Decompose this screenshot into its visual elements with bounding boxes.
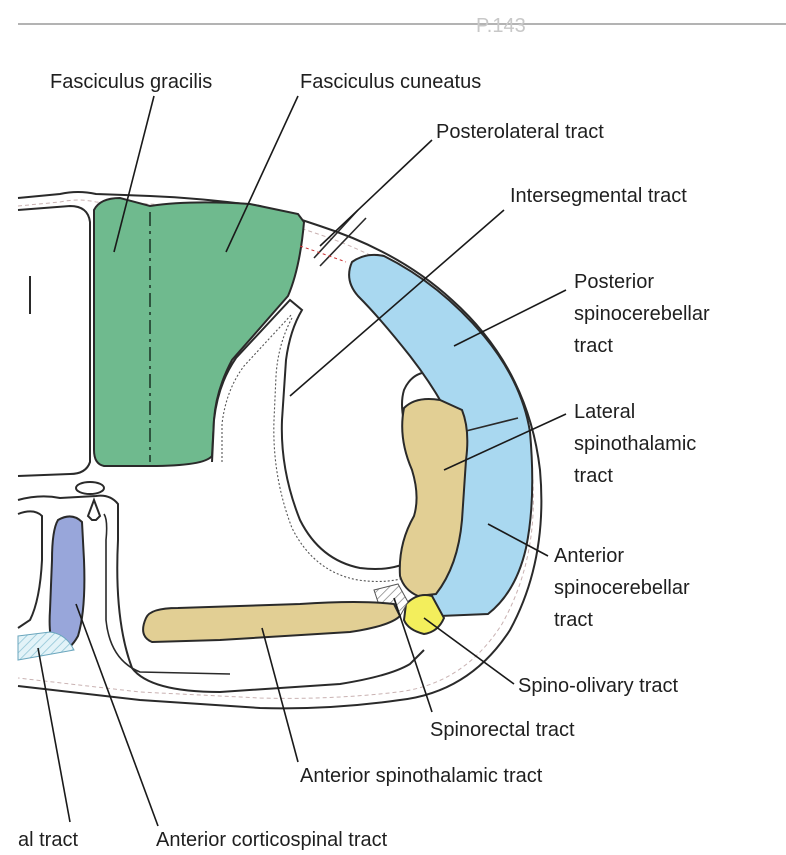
- label-lateral-spinothalamic-line2: spinothalamic: [574, 433, 696, 455]
- label-fasciculus-cuneatus: Fasciculus cuneatus: [300, 71, 481, 93]
- label-intersegmental-tract: Intersegmental tract: [510, 185, 687, 207]
- label-spino-olivary-tract: Spino-olivary tract: [518, 675, 679, 697]
- label-fasciculus-gracilis: Fasciculus gracilis: [50, 71, 212, 93]
- ventral-left-white: [18, 511, 42, 628]
- leader-partial-tract: [38, 648, 70, 822]
- posterior-median-column: [18, 206, 90, 476]
- anterior-horn-inner: [104, 514, 230, 674]
- page-marker: P.143: [476, 15, 526, 37]
- anterior-spinothalamic-region: [143, 602, 400, 642]
- label-posterolateral-tract: Posterolateral tract: [436, 121, 604, 143]
- label-anterior-spinocerebellar-line2: spinocerebellar: [554, 577, 690, 599]
- leader-anterior-spinothalamic: [262, 628, 298, 762]
- central-canal: [76, 482, 104, 494]
- leader-posterolateral: [320, 140, 432, 246]
- label-anterior-spinocerebellar-line1: Anterior: [554, 545, 624, 567]
- label-anterior-spinocerebellar-line3: tract: [554, 609, 593, 631]
- label-posterior-spinocerebellar-line3: tract: [574, 335, 613, 357]
- label-anterior-spinothalamic-tract: Anterior spinothalamic tract: [300, 765, 543, 787]
- label-lateral-spinothalamic-line3: tract: [574, 465, 613, 487]
- label-lateral-spinothalamic-line1: Lateral: [574, 401, 635, 423]
- label-posterior-spinocerebellar-line1: Posterior: [574, 271, 654, 293]
- anterior-corticospinal-region: [50, 516, 85, 650]
- anterior-median-fissure: [88, 500, 100, 520]
- label-posterior-spinocerebellar-line2: spinocerebellar: [574, 303, 710, 325]
- label-spinorectal-tract: Spinorectal tract: [430, 719, 575, 741]
- label-partial-tract: al tract: [18, 829, 78, 851]
- label-anterior-corticospinal-tract: Anterior corticospinal tract: [156, 829, 388, 851]
